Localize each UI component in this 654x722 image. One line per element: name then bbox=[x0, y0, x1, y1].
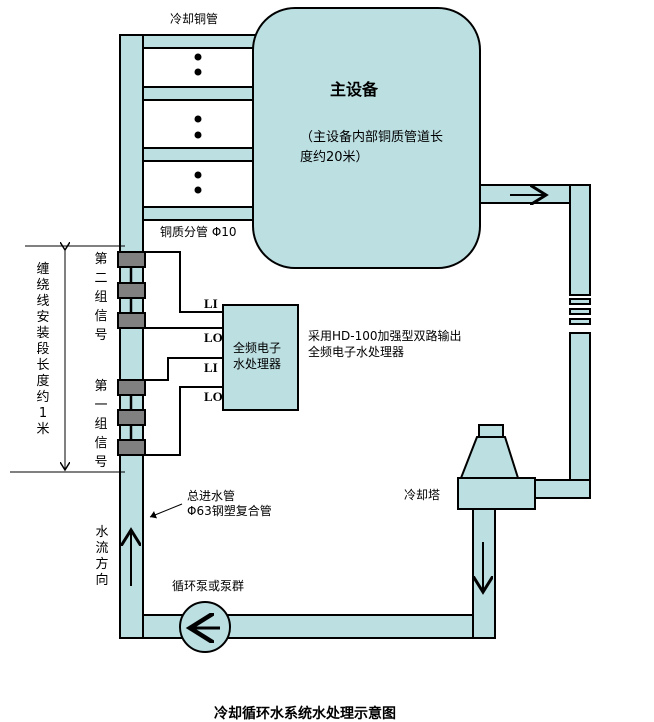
signal-coils bbox=[117, 251, 146, 456]
main-inlet-label: 总进水管 bbox=[187, 489, 236, 503]
processor-box bbox=[222, 304, 299, 411]
main-equipment-note: （主设备内部铜质管道长度约20米） bbox=[300, 130, 444, 165]
ellipsis-dots bbox=[194, 53, 202, 194]
cooling-tower-label: 冷却塔 bbox=[404, 488, 441, 502]
tower-body bbox=[459, 436, 520, 479]
branch-pipe-2 bbox=[142, 86, 259, 101]
processor-note: 采用HD-100加强型双路输出全频电子水处理器 bbox=[308, 329, 462, 359]
branch-pipe-4 bbox=[142, 206, 259, 221]
caption: 冷却循环水系统水处理示意图 bbox=[214, 706, 396, 722]
signal-wires bbox=[145, 251, 223, 456]
inlet-pointer bbox=[149, 503, 183, 519]
port-lo-1: LO bbox=[204, 330, 223, 345]
branch-pipe-1 bbox=[142, 34, 259, 49]
group2-signal-label: 第二组信号 bbox=[94, 252, 108, 343]
tower-return-pipe bbox=[529, 479, 591, 499]
port-li-1: LI bbox=[204, 296, 218, 311]
copper-branch-pipe-label: 铜质分管 Φ10 bbox=[160, 225, 237, 239]
tower-base bbox=[457, 477, 536, 510]
right-pipe-lower bbox=[569, 332, 591, 481]
main-inlet-spec: Φ63钢塑复合管 bbox=[187, 504, 272, 518]
branch-pipe-3 bbox=[142, 147, 259, 162]
main-equipment-label: 主设备 bbox=[330, 80, 379, 99]
port-lo-2: LO bbox=[204, 389, 223, 404]
main-equipment bbox=[252, 7, 481, 269]
processor-label: 全频电子水处理器 bbox=[233, 341, 282, 371]
water-flow-direction-label: 水流方向 bbox=[95, 525, 109, 588]
group1-signal-label: 第一组信号 bbox=[94, 379, 108, 470]
port-li-2: LI bbox=[204, 360, 218, 375]
tower-cap bbox=[478, 424, 504, 438]
winding-length-label: 缠绕线安装段长度约1米 bbox=[36, 262, 50, 437]
right-pipe-upper bbox=[569, 184, 591, 296]
left-pipe bbox=[119, 34, 144, 639]
cooling-copper-pipe-label: 冷却铜管 bbox=[170, 12, 219, 26]
pump-label: 循环泵或泵群 bbox=[172, 579, 245, 593]
